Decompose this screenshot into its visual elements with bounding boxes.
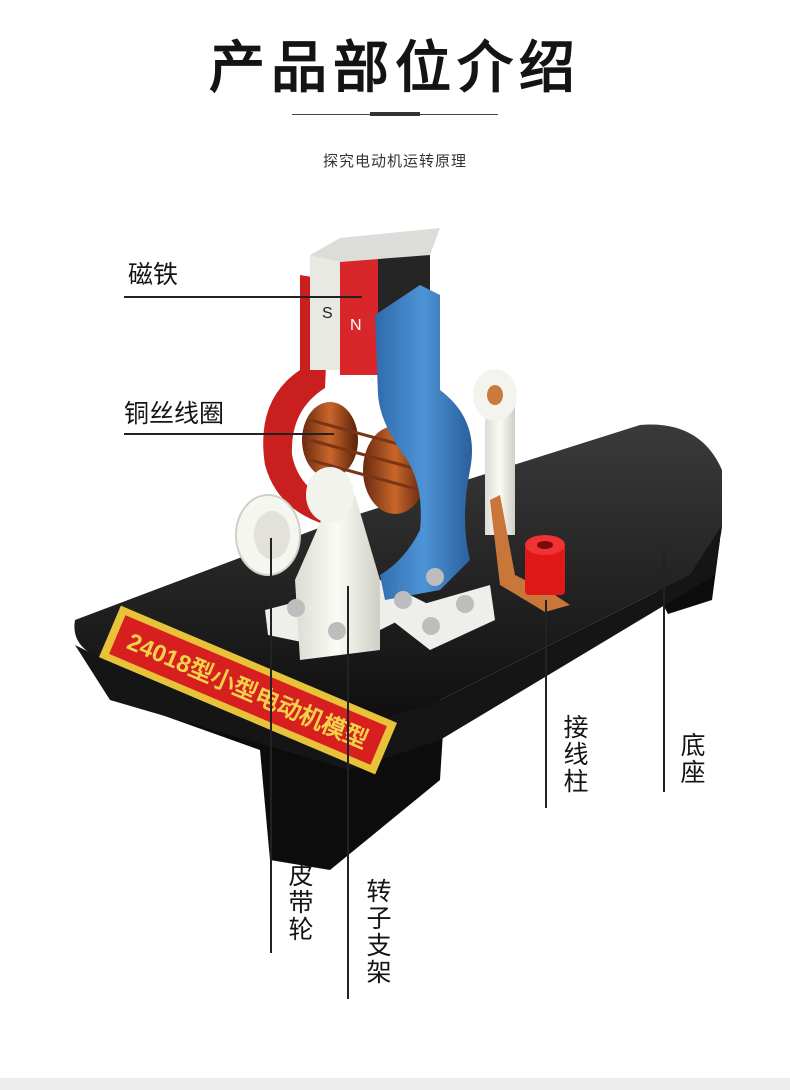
page-subtitle: 探究电动机运转原理 — [322, 152, 467, 170]
belt-pulley-groove — [254, 511, 290, 559]
callout-line-copper-coil — [124, 433, 334, 435]
rotor-bracket-bearing — [306, 467, 354, 523]
right-bearing-hub — [487, 385, 503, 405]
product-illustration: 24018型小型电动机模型 S N — [74, 228, 722, 870]
callout-label-rotor-bracket: 转子支架 — [363, 878, 392, 986]
belt-pulley — [235, 494, 301, 576]
magnet-n-pole — [340, 255, 380, 375]
title-divider-accent — [370, 112, 420, 116]
callout-label-base: 底座 — [677, 732, 706, 786]
screw — [287, 599, 305, 617]
callout-label-terminal-post: 接线柱 — [560, 714, 589, 795]
blue-bracket — [375, 285, 472, 600]
terminal-post — [525, 535, 565, 595]
coil-winding — [309, 458, 421, 492]
callout-line-belt-pulley — [270, 538, 272, 953]
nameplate-face — [109, 615, 387, 765]
screws — [287, 568, 474, 640]
callout-label-magnet: 磁铁 — [128, 260, 179, 289]
screw — [328, 622, 346, 640]
terminal-post-body — [525, 545, 565, 595]
callout-label-copper-coil: 铜丝线圈 — [124, 399, 225, 428]
magnet: S N — [310, 228, 440, 375]
magnet-label-s: S — [322, 305, 333, 322]
copper-brush — [490, 495, 570, 612]
callout-line-terminal-post — [545, 600, 547, 808]
screw — [394, 591, 412, 609]
magnet-top — [310, 228, 440, 262]
magnet-label-n: N — [350, 317, 362, 334]
coil-winding — [309, 438, 421, 472]
bottom-strip — [0, 1078, 790, 1090]
screw — [426, 568, 444, 586]
screw — [456, 595, 474, 613]
callout-label-belt-pulley: 皮带轮 — [285, 862, 314, 943]
page-title: 产品部位介绍 — [209, 36, 581, 101]
callout-line-rotor-bracket — [347, 586, 349, 999]
rotor-bracket-body — [295, 495, 380, 660]
screw — [422, 617, 440, 635]
rotor-bracket — [295, 467, 380, 660]
magnet-frame — [263, 275, 350, 530]
right-support — [473, 369, 517, 535]
callout-line-magnet — [124, 296, 362, 298]
terminal-post-hole — [537, 541, 553, 549]
callout-line-base — [663, 548, 665, 792]
